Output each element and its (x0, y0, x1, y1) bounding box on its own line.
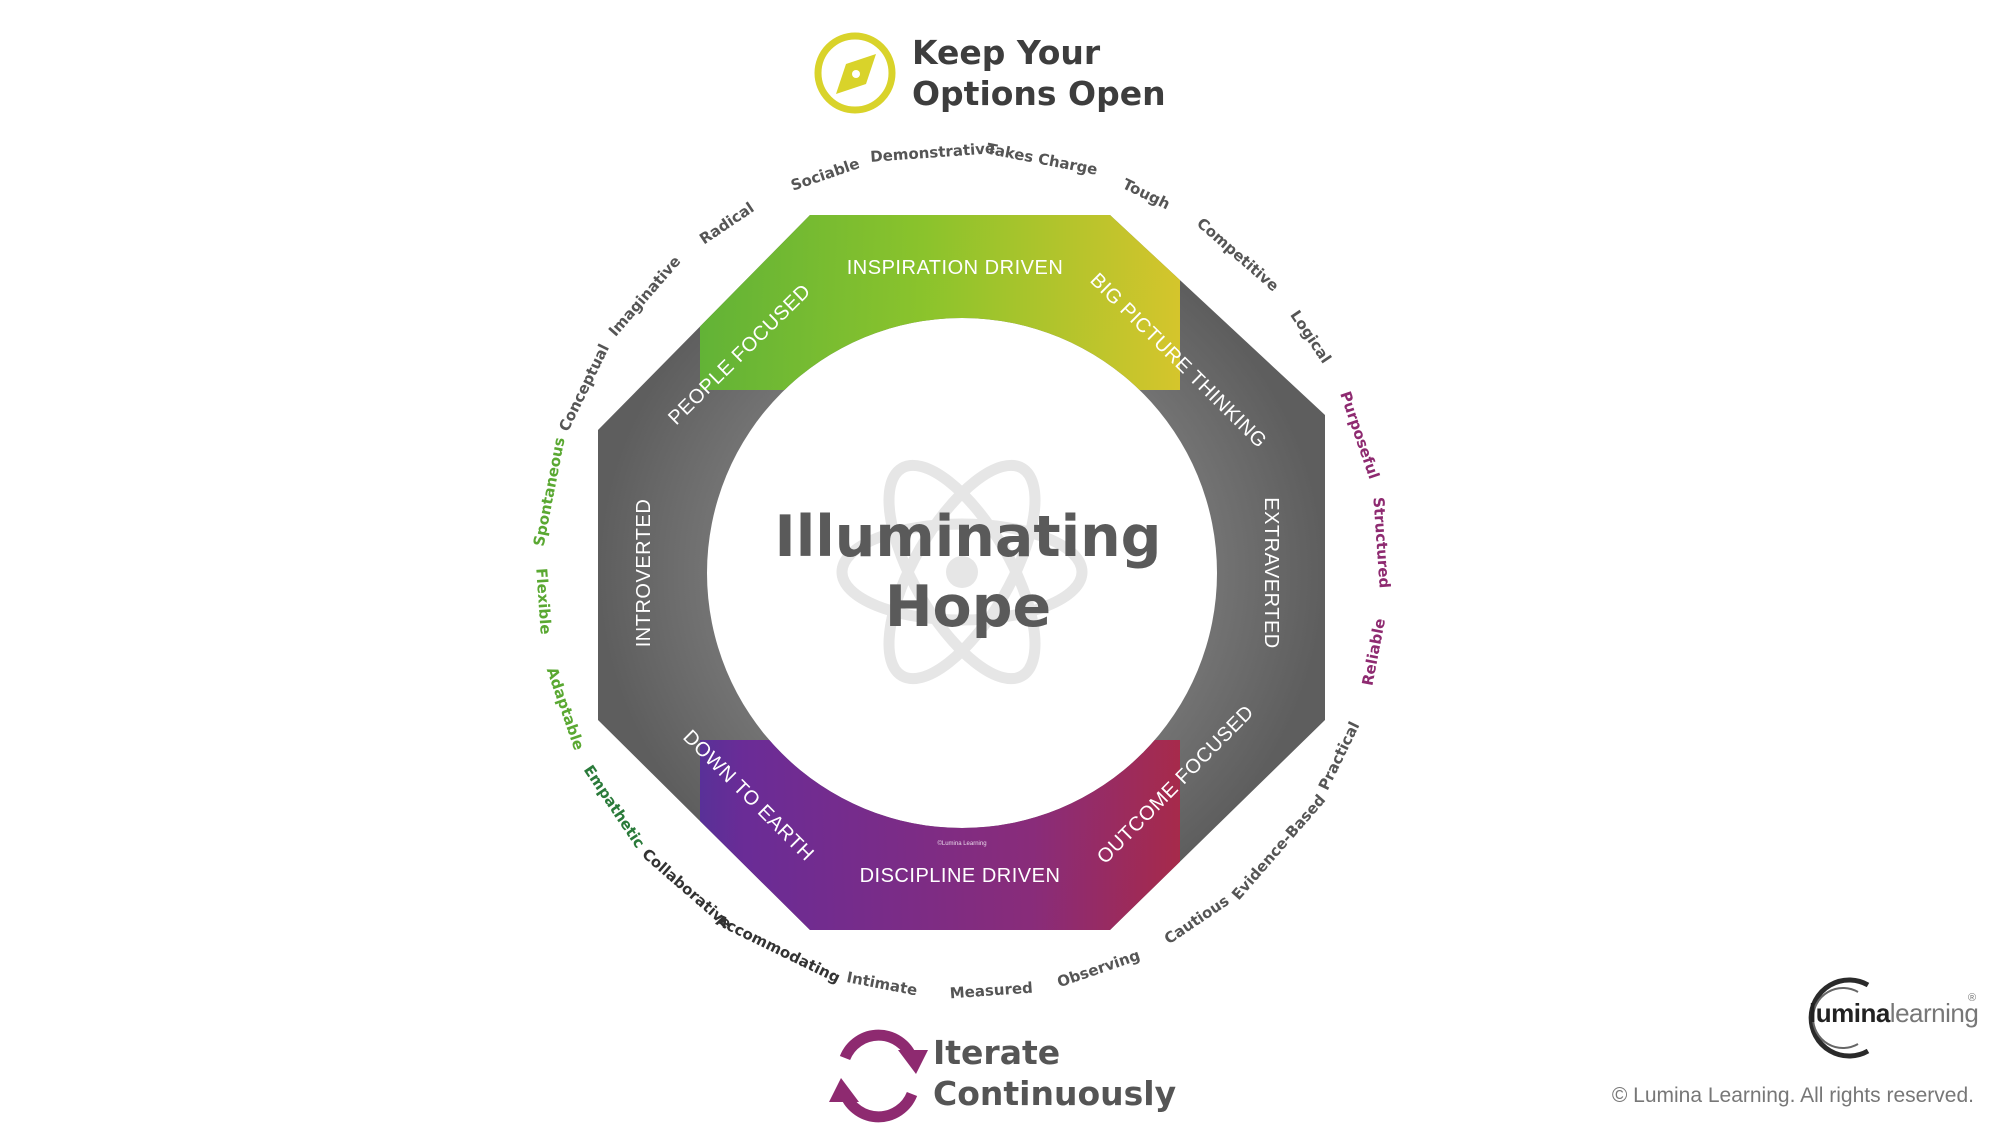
trait-word: Takes Charge (985, 140, 1099, 179)
cycle-arrows-icon (829, 1029, 928, 1123)
trait-word: Logical (1286, 307, 1334, 367)
segment-label-introverted: INTROVERTED (633, 499, 655, 648)
trait-word: Measured (949, 979, 1033, 1003)
trait-word: Collaborative (638, 845, 735, 932)
trait-word: Practical (1315, 719, 1364, 793)
center-title-line1: Illuminating (774, 504, 1161, 570)
segment-label-extraverted: EXTRAVERTED (1260, 497, 1282, 649)
trait-word: Flexible (532, 567, 555, 635)
segment-label-inspiration: INSPIRATION DRIVEN (847, 257, 1064, 279)
lumina-logo-icon (1808, 977, 1870, 1059)
trait-word: Structured (1369, 497, 1393, 589)
trait-word: Imaginative (605, 252, 684, 339)
trait-word: Spontaneous (530, 436, 569, 548)
top-heading-line2: Options Open (912, 74, 1166, 113)
segment-label-discipline: DISCIPLINE DRIVEN (860, 865, 1061, 887)
trait-word: Demonstrative (870, 139, 996, 166)
compass-icon (814, 32, 896, 114)
trait-word: Competitive (1193, 214, 1282, 295)
lumina-learning-logo: luminalearning ® (1780, 970, 1980, 1060)
octagon-ring (598, 215, 1325, 930)
trait-word: Empathetic (580, 762, 649, 852)
trait-word: Purposeful (1336, 389, 1383, 481)
bottom-heading-line2: Continuously (933, 1074, 1177, 1113)
logo-word-part1: lumina (1809, 998, 1890, 1028)
center-title-line2: Hope (885, 574, 1051, 640)
ring-watermark: ©Lumina Learning (937, 840, 986, 847)
trait-word: Conceptual (555, 341, 613, 434)
registered-mark: ® (1968, 992, 1977, 1004)
trait-word: Reliable (1358, 617, 1389, 687)
top-heading-line1: Keep Your (912, 33, 1101, 72)
trait-word: Tough (1120, 175, 1173, 213)
trait-word: Intimate (845, 968, 919, 999)
trait-word: Radical (696, 199, 757, 248)
trait-word: Adaptable (543, 665, 588, 753)
top-heading: Keep Your Options Open (912, 32, 1166, 114)
logo-word-part2: learning (1889, 998, 1979, 1028)
trait-word: Sociable (788, 154, 861, 194)
trait-word: Observing (1055, 946, 1142, 991)
trait-word: Cautious (1161, 892, 1233, 948)
copyright-notice: © Lumina Learning. All rights reserved. (1611, 1084, 1974, 1107)
bottom-heading: Iterate Continuously (933, 1032, 1176, 1114)
atom-icon (836, 459, 1088, 685)
trait-word: Evidence-Based (1228, 791, 1329, 904)
bottom-heading-line1: Iterate (933, 1033, 1061, 1072)
logo-wordmark: luminalearning (1809, 998, 1979, 1029)
